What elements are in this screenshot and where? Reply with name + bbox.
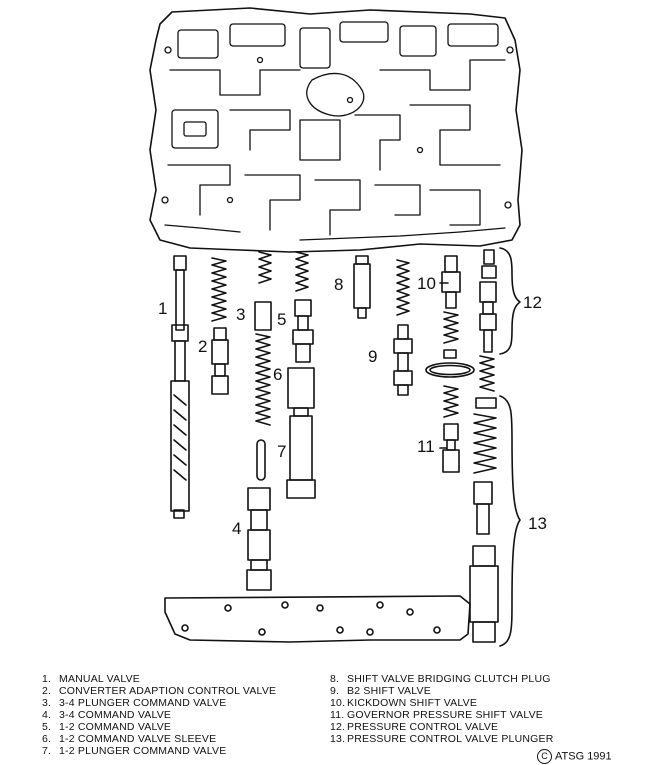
legend-label: MANUAL VALVE [59, 673, 140, 685]
legend-label: 3-4 COMMAND VALVE [59, 709, 172, 721]
legend-column-right: 8. SHIFT VALVE BRIDGING CLUTCH PLUG 9. B2 … [330, 673, 554, 745]
legend-item: 7. 1-2 PLUNGER COMMAND VALVE [42, 745, 276, 757]
legend-number: 11. [330, 709, 345, 721]
legend-number: 3. [42, 697, 52, 709]
legend-label: 1-2 PLUNGER COMMAND VALVE [59, 745, 227, 757]
callout-8: 8 [334, 275, 344, 294]
brace-13 [499, 395, 521, 647]
legend-number: 7. [42, 745, 52, 757]
end-plate [164, 595, 471, 643]
brace-12 [499, 247, 521, 355]
copyright-symbol: C [537, 749, 552, 764]
legend-number: 6. [42, 733, 52, 745]
legend-number: 4. [42, 709, 52, 721]
legend-item: 1. MANUAL VALVE [42, 673, 276, 685]
legend-label: 1-2 COMMAND VALVE [59, 721, 172, 733]
spring-3-4 [255, 333, 271, 426]
legend-label: 1-2 COMMAND VALVE SLEEVE [59, 733, 217, 745]
legend-number: 2. [42, 685, 52, 697]
legend-number: 8. [330, 673, 340, 685]
callout-2: 2 [198, 337, 208, 356]
spring-10 [443, 311, 459, 344]
callout-4: 4 [232, 519, 242, 538]
spring-top-5 [295, 251, 309, 292]
kickdown-governor-stack [425, 255, 475, 473]
b2-shift-valve-part [393, 259, 413, 396]
legend-item: 8. SHIFT VALVE BRIDGING CLUTCH PLUG [330, 673, 554, 685]
legend-label: GOVERNOR PRESSURE SHIFT VALVE [347, 709, 544, 721]
callout-9: 9 [368, 347, 378, 366]
converter-adaption-valve-part [211, 257, 229, 395]
valve-body-plate [149, 7, 523, 253]
legend-number: 13. [330, 733, 346, 745]
callout-7: 7 [277, 442, 287, 461]
command-valve-1-2-stack [286, 251, 316, 499]
legend-label: PRESSURE CONTROL VALVE PLUNGER [347, 733, 554, 745]
callout-13: 13 [528, 514, 547, 533]
callout-3: 3 [236, 305, 246, 324]
legend-label: CONVERTER ADAPTION CONTROL VALVE [59, 685, 277, 697]
plunger-command-valve-3-4 [254, 301, 272, 331]
spring-top-center [258, 251, 272, 284]
legend-item: 10.KICKDOWN SHIFT VALVE [330, 697, 554, 709]
spring-9 [396, 259, 410, 316]
end-plate-holes [181, 601, 441, 636]
legend-number: 1. [42, 673, 52, 685]
spring-13 [473, 413, 497, 474]
legend-label: KICKDOWN SHIFT VALVE [347, 697, 478, 709]
legend-item: 6. 1-2 COMMAND VALVE SLEEVE [42, 733, 276, 745]
callout-12: 12 [523, 293, 542, 312]
legend-item: 3. 3-4 PLUNGER COMMAND VALVE [42, 697, 276, 709]
callout-6: 6 [273, 365, 283, 384]
legend-item: 12.PRESSURE CONTROL VALVE [330, 721, 554, 733]
legend-item: 2. CONVERTER ADAPTION CONTROL VALVE [42, 685, 276, 697]
manual-valve-part [170, 255, 190, 519]
callout-5: 5 [277, 310, 287, 329]
legend-label: PRESSURE CONTROL VALVE [347, 721, 499, 733]
bridging-clutch-plug-part [353, 255, 371, 319]
legend-number: 9. [330, 685, 340, 697]
legend-label: B2 SHIFT VALVE [347, 685, 431, 697]
pressure-control-stack [469, 249, 499, 643]
legend-item: 5. 1-2 COMMAND VALVE [42, 721, 276, 733]
valve-body-passages [161, 21, 514, 241]
spring-2 [211, 257, 227, 322]
command-valve-3-4-stack [246, 251, 272, 591]
legend-number: 10. [330, 697, 346, 709]
legend-item: 4. 3-4 COMMAND VALVE [42, 709, 276, 721]
legend-item: 11.GOVERNOR PRESSURE SHIFT VALVE [330, 709, 554, 721]
legend-label: SHIFT VALVE BRIDGING CLUTCH PLUG [347, 673, 551, 685]
legend-number: 12. [330, 721, 346, 733]
callout-11: 11 [417, 437, 435, 456]
spring-12 [479, 355, 495, 392]
callout-1: 1 [158, 299, 168, 318]
spring-11 [443, 385, 459, 418]
legend-column-left: 1. MANUAL VALVE 2. CONVERTER ADAPTION CONT… [42, 673, 276, 757]
copyright-text: ATSG 1991 [555, 750, 612, 763]
legend-item: 13.PRESSURE CONTROL VALVE PLUNGER [330, 733, 554, 745]
legend-label: 3-4 PLUNGER COMMAND VALVE [59, 697, 227, 709]
legend-number: 5. [42, 721, 52, 733]
callout-10: 10 [417, 274, 436, 293]
legend-item: 9. B2 SHIFT VALVE [330, 685, 554, 697]
